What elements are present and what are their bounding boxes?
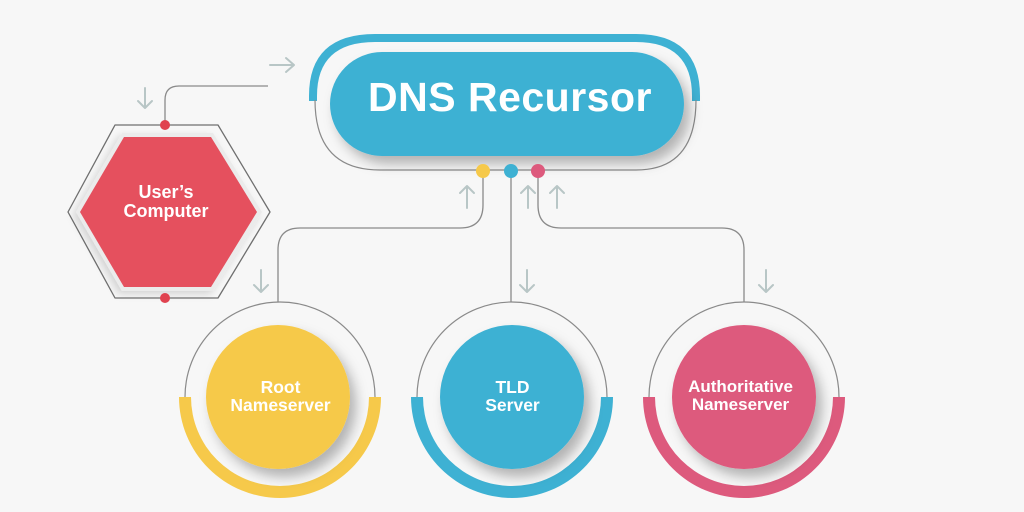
tld-accent-arc [411,397,613,498]
root-accent-arc [179,397,381,498]
arrow-up-icon [549,185,565,209]
root-label-line2: Nameserver [230,395,331,416]
root-node [179,301,381,498]
connector-recursor-root [277,172,484,302]
recursor-pill [330,52,684,156]
recursor-label: DNS Recursor [368,74,652,120]
auth-label-line1: Authoritative [688,377,793,396]
tld-label-line1: TLD [495,377,530,397]
user-label-line2: Computer [123,200,209,221]
authoritative-label: Authoritative Nameserver [668,378,813,414]
connector-dot-pink [531,164,545,178]
auth-outline-arc [648,301,840,398]
root-label-line1: Root [260,377,301,397]
arrow-up-icon [520,185,536,209]
auth-circle [672,325,816,469]
arrow-down-icon [253,269,269,293]
tld-label-line2: Server [485,395,540,416]
connector-dot-bottom [160,293,170,303]
arrow-up-icon [459,185,475,209]
connector-dot-yellow [476,164,490,178]
connector-dot-blue [504,164,518,178]
user-hexagon [80,137,257,287]
auth-label-line2: Nameserver [691,394,790,414]
connector-user-recursor [164,85,268,125]
user-label: User’s Computer [90,183,242,221]
tld-circle [440,325,584,469]
auth-accent-arc [643,397,845,498]
arrow-down-icon [137,87,153,109]
root-circle [206,325,350,469]
connector-recursor-auth [537,172,745,302]
root-outline-arc [184,301,376,398]
recursor-outline [314,99,697,171]
tld-node [411,301,613,498]
recursor-accent-arc [309,34,700,101]
recursor-node [309,34,700,171]
arrow-down-icon [519,269,535,293]
connectors [164,85,745,302]
tld-outline-arc [416,301,608,398]
arrow-right-icon [269,57,295,73]
root-label: Root Nameserver [208,378,353,415]
tld-label: TLD Server [440,378,585,415]
user-node [67,120,271,303]
user-label-line1: User’s [138,182,194,202]
connector-dot-top [160,120,170,130]
authoritative-node [643,301,845,498]
arrow-down-icon [758,269,774,293]
